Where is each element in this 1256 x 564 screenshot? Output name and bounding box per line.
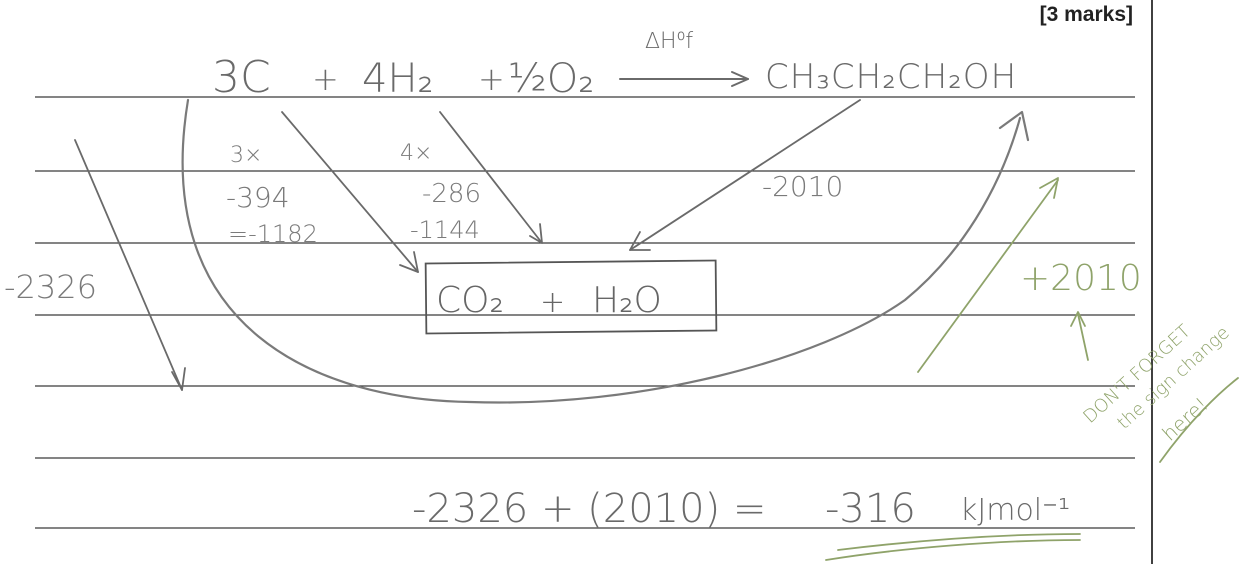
carbon-total: =-1182 xyxy=(228,220,318,248)
carbon-dioxide: CO₂ xyxy=(436,280,504,321)
hydrogen-total: -1144 xyxy=(410,216,480,244)
formation-equation: 3C + 4H₂ + ½O₂ ∆H⁰f CH₃CH₂CH₂OH xyxy=(212,29,1017,103)
reactant-oxygen: ½O₂ xyxy=(508,56,594,102)
plus-sign: + xyxy=(540,285,565,320)
enthalpy-working: 3× -394 =-1182 4× -286 -1144 -2010 -2326 xyxy=(4,141,843,306)
reactant-carbon: 3C xyxy=(212,52,271,103)
reactant-hydrogen: 4H₂ xyxy=(362,56,434,102)
plus-sign: + xyxy=(478,60,505,98)
answer-working: -2326 + (2010) = xyxy=(412,486,766,532)
teacher-notes: +2010 DON'T FORGET the sign change here! xyxy=(1020,258,1234,446)
answer-result: -316 xyxy=(825,486,916,532)
cycle-curve xyxy=(181,98,1022,404)
answer-unit: kJmol⁻¹ xyxy=(960,493,1070,528)
combustion-products-box xyxy=(424,259,718,335)
product-propanol: CH₃CH₂CH₂OH xyxy=(765,57,1017,97)
hydrogen-combustion-value: -286 xyxy=(422,179,481,209)
teacher-arrows xyxy=(825,177,1239,561)
marks-label: [3 marks] xyxy=(1039,3,1133,26)
reminder-line-3: here! xyxy=(1157,392,1213,445)
reversed-enthalpy-value: +2010 xyxy=(1020,258,1142,299)
enthalpy-formation-label: ∆H⁰f xyxy=(645,29,693,54)
hydrogen-multiplier: 4× xyxy=(400,141,432,166)
plus-sign: + xyxy=(312,60,339,98)
hess-arrows xyxy=(74,99,861,391)
combustion-products: CO₂ + H₂O xyxy=(436,280,662,321)
carbon-combustion-value: -394 xyxy=(226,181,290,214)
carbon-multiplier: 3× xyxy=(230,143,262,168)
ruled-lines xyxy=(35,96,1135,529)
left-route-total: -2326 xyxy=(4,268,97,306)
cycle-curve-arrowhead xyxy=(998,110,1030,142)
reaction-arrow xyxy=(619,71,749,87)
propanol-combustion-value: -2010 xyxy=(762,170,843,203)
water: H₂O xyxy=(592,280,662,321)
final-answer: -2326 + (2010) = -316 kJmol⁻¹ xyxy=(412,486,1070,532)
